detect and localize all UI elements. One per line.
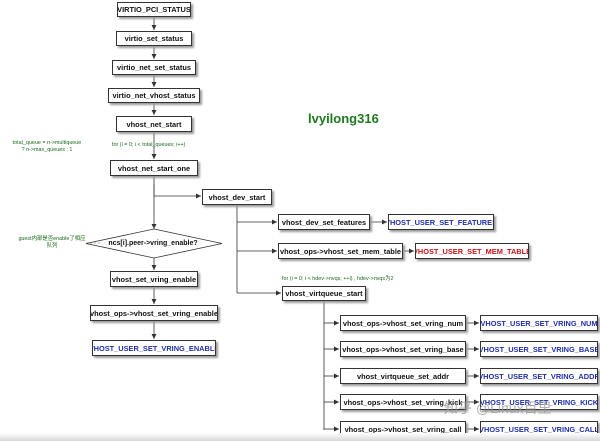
node-set-vring-kick: vhost_ops->vhost_set_vring_kick	[340, 394, 466, 410]
note-total-queue: total_queue = n->multiqueue ? n->max_que…	[2, 140, 92, 154]
note-guest-enable: guest内部是否enable了相应 队列	[4, 236, 100, 250]
node-virtqueue-set-addr: vhost_virtqueue_set_addr	[340, 368, 466, 384]
node-vhost-net-start: vhost_net_start	[116, 116, 192, 132]
node-virtio-set-status: virtio_set_status	[116, 31, 192, 46]
msg-set-vring-num: VHOST_USER_SET_VRING_NUM	[480, 315, 598, 331]
node-set-mem-table: vhost_ops->vhost_set_mem_table	[278, 243, 403, 259]
node-set-vring-base: vhost_ops->vhost_set_vring_base	[340, 341, 466, 357]
note-guest-enable-line2: 队列	[46, 243, 58, 249]
msg-set-vring-kick: VHOST_USER_SET_VRING_KICK	[480, 394, 598, 410]
bottom-fade	[0, 433, 600, 441]
node-vhost-net-start-one: vhost_net_start_one	[110, 160, 198, 176]
msg-set-vring-addr: VHOST_USER_SET_VRING_ADDR	[480, 368, 598, 384]
node-vhost-set-vring-enable: vhost_set_vring_enable	[110, 271, 198, 287]
author-label: lvyilong316	[308, 111, 379, 126]
edge-startone-to-devstart	[153, 184, 201, 199]
note-total-queue-line1: total_queue = n->multiqueue	[12, 140, 82, 146]
msg-set-vring-base: VHOST_USER_SET_VRING_BASE	[480, 341, 598, 357]
note-for-nvqs: for (i = 0; i < hdev->nvqs; ++i) , hdev-…	[282, 276, 394, 282]
node-ops-set-vring-enable: vhost_ops->vhost_set_vring_enable	[90, 305, 218, 321]
node-virtio-net-set-status: virtio_net_set_status	[112, 60, 196, 75]
node-vhost-dev-set-features: vhost_dev_set_features	[278, 214, 370, 230]
node-set-vring-num: vhost_ops->vhost_set_vring_num	[340, 315, 466, 331]
note-total-queue-line2: ? n->max_queues : 1	[21, 147, 73, 153]
msg-set-vring-enable: VHOST_USER_SET_VRING_ENABLE	[92, 340, 216, 356]
msg-set-mem-table: VHOST_USER_SET_MEM_TABLE	[415, 243, 529, 259]
node-virtio-net-vhost-status: virtio_net_vhost_status	[108, 88, 200, 103]
decision-label: ncs[i].peer->vring_enable?	[108, 240, 198, 247]
node-vhost-dev-start: vhost_dev_start	[202, 189, 272, 205]
msg-set-features: VHOST_USER_SET_FEATURES	[388, 214, 494, 230]
watermark: 知乎 @Linux百里	[444, 400, 552, 416]
decision-diamond	[85, 228, 223, 259]
node-virtio-pci-status: VIRTIO_PCI_STATUS	[117, 2, 191, 17]
note-guest-enable-line1: guest内部是否enable了相应	[18, 236, 86, 242]
note-for-total-queues: for (i = 0; i < total_queues; i++)	[112, 142, 186, 148]
node-vhost-virtqueue-start: vhost_virtqueue_start	[282, 286, 366, 301]
